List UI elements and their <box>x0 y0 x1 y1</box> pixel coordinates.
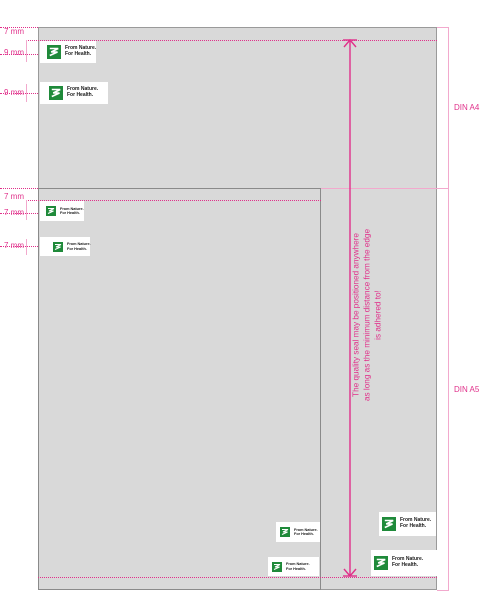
a5-seal-guide <box>0 246 38 247</box>
note-line: as long as the minimum distance from the… <box>362 228 372 402</box>
a4-edge-guide <box>0 27 38 28</box>
margin-label: 7 mm <box>4 192 24 201</box>
margin-bracket <box>26 84 27 102</box>
a4-seal-guide <box>0 54 38 55</box>
quality-seal: From Nature.For Health. <box>40 237 91 256</box>
note-line: is adhered to! <box>373 290 383 340</box>
quality-seal: From Nature.For Health. <box>371 550 437 576</box>
seal-logo-icon <box>382 517 396 531</box>
note-line: The quality seal may be positioned anywh… <box>351 233 361 397</box>
bracket-tick <box>321 188 449 189</box>
a5-margin-guide <box>26 200 321 201</box>
margin-bracket <box>26 200 27 220</box>
margin-bracket <box>26 239 27 255</box>
seal-logo-icon <box>53 241 63 252</box>
margin-label: 7 mm <box>4 27 24 36</box>
quality-seal: From Nature.For Health. <box>40 82 108 104</box>
margin-label: 9 mm <box>4 48 24 57</box>
bracket-tick <box>437 27 449 28</box>
bracket-tick <box>437 590 449 591</box>
seal-logo-icon <box>272 561 282 572</box>
quality-seal: From Nature.For Health. <box>276 522 320 542</box>
seal-logo-icon <box>47 45 61 59</box>
din-a5-label: DIN A5 <box>454 385 480 394</box>
quality-seal: From Nature.For Health. <box>40 201 84 221</box>
margin-label: 7 mm <box>4 241 24 250</box>
a4-bracket <box>448 27 449 188</box>
quality-seal: From Nature.For Health. <box>268 557 319 576</box>
quality-seal: From Nature.For Health. <box>40 41 96 63</box>
seal-logo-icon <box>280 527 290 537</box>
seal-logo-icon <box>374 556 388 570</box>
a5-bracket <box>448 188 449 590</box>
din-a4-label: DIN A4 <box>454 103 480 112</box>
seal-logo-icon <box>49 86 63 100</box>
double-arrow-icon <box>343 38 357 578</box>
a5-seal-guide <box>0 213 38 214</box>
seal-logo-icon <box>46 206 56 216</box>
margin-label: 7 mm <box>4 208 24 217</box>
quality-seal: From Nature.For Health. <box>379 512 436 536</box>
margin-bracket <box>26 40 27 62</box>
a4-margin-guide <box>26 40 437 41</box>
a4-seal-guide <box>0 93 38 94</box>
bottom-margin-guide <box>38 577 437 578</box>
a5-edge-guide <box>0 188 38 189</box>
margin-label: 9 mm <box>4 88 24 97</box>
